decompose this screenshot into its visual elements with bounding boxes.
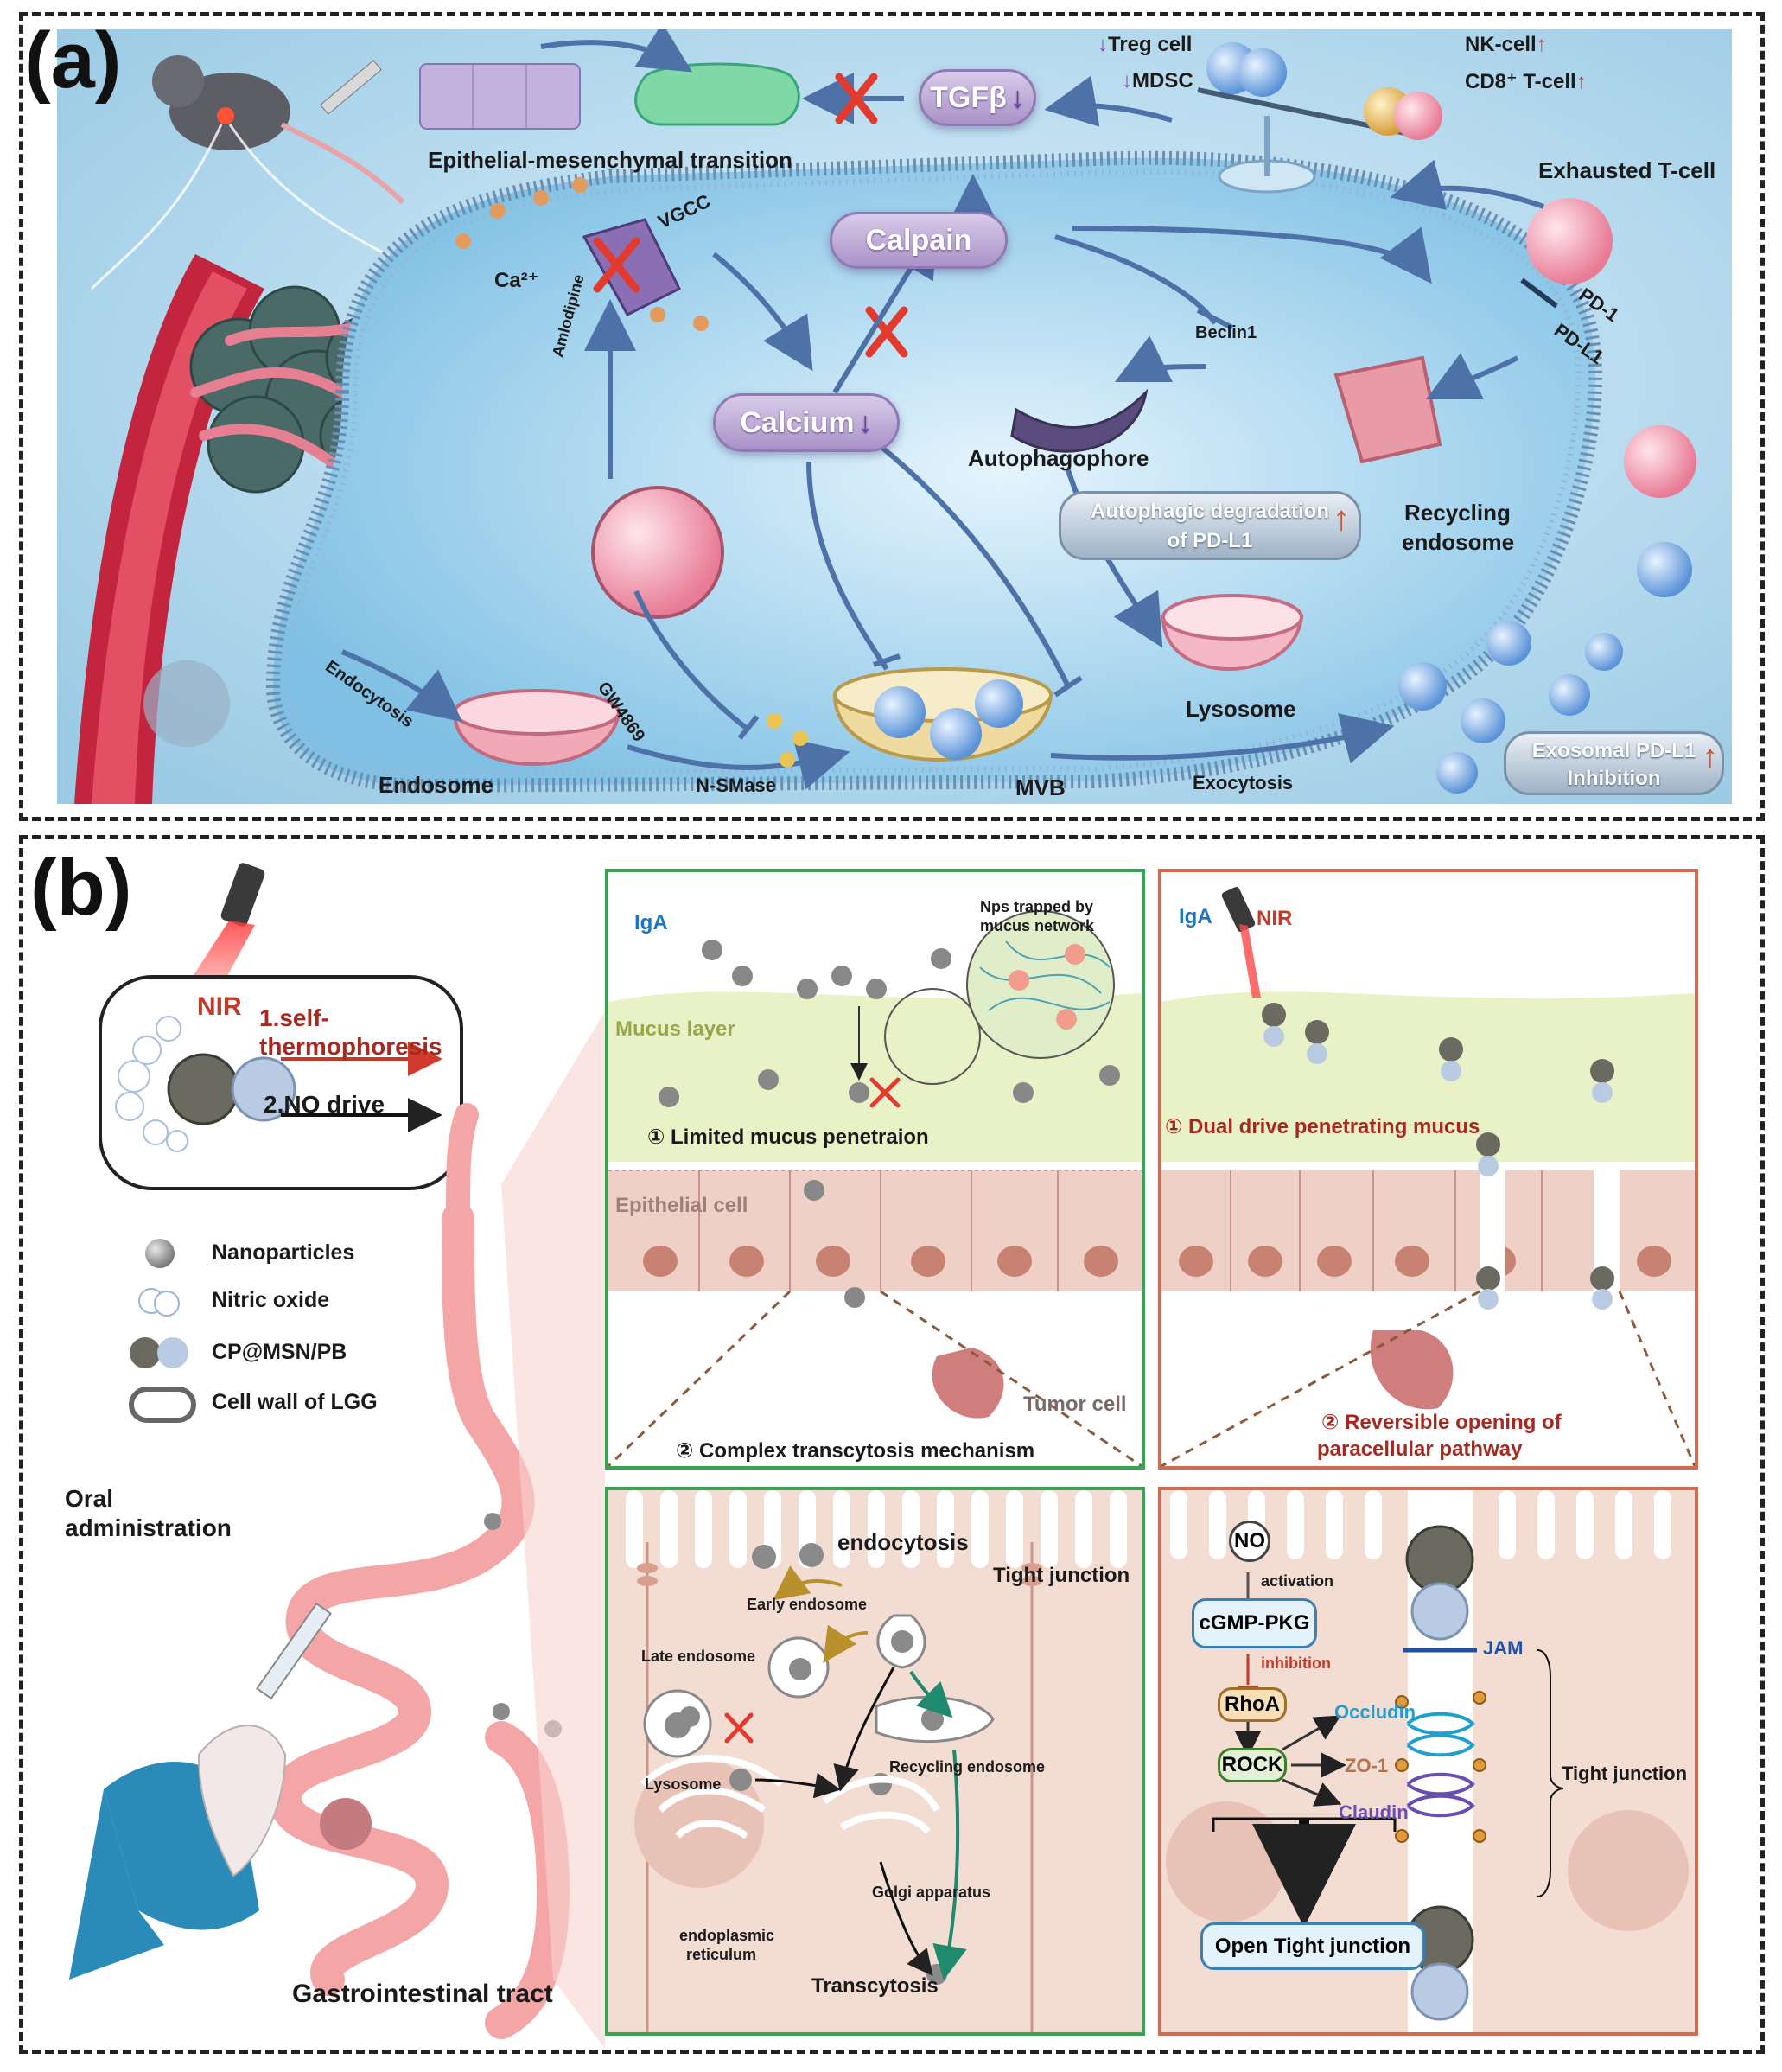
panel-b-letter: (b) (30, 844, 132, 932)
limited-penetration-svg (608, 910, 1142, 1466)
calcium-pill: Calcium↓ (713, 393, 900, 452)
activation-label: activation (1261, 1572, 1334, 1590)
legend-nanoparticles: Nanoparticles (212, 1240, 355, 1265)
panel-a-letter: (a) (24, 16, 122, 105)
self-thermo-label-1: 1.self- (259, 1004, 329, 1031)
nk-label: NK-cell↑ (1465, 33, 1547, 56)
no-node: NO (1229, 1521, 1270, 1562)
exocytosis-label: Exocytosis (1193, 772, 1294, 794)
oral-label-1: Oral (65, 1485, 114, 1512)
open-tight-junction-node: Open Tight junction (1200, 1922, 1425, 1970)
no-drive-label: 2.NO drive (264, 1091, 385, 1118)
calcium-label: Calcium (740, 406, 855, 439)
panel-a-svg (57, 22, 1732, 804)
complex-transcytosis-label: ② Complex transcytosis mechanism (676, 1439, 1035, 1463)
iga-label: IgA (634, 911, 668, 934)
golgi-label: Golgi apparatus (872, 1884, 991, 1901)
endosome-label: Endosome (379, 772, 493, 798)
autophagic-box: Autophagic degradation of PD-L1 ↑ (1059, 491, 1361, 560)
rhoa-node: RhoA (1218, 1687, 1287, 1722)
legend-cell-wall: Cell wall of LGG (212, 1390, 378, 1414)
autophagophore-label: Autophagophore (968, 445, 1149, 471)
autophagic-label: Autophagic degradation (1091, 500, 1329, 523)
cgmp-pkg-node: cGMP-PKG (1192, 1598, 1317, 1648)
reversible-label-2: paracellular pathway (1317, 1438, 1523, 1461)
calpain-pill: Calpain (830, 212, 1008, 269)
er-label-1: endoplasmic (679, 1927, 775, 1944)
down-arrow-icon: ↓ (1009, 81, 1025, 114)
tight-junction-panel: NO activation cGMP-PKG inhibition RhoA R… (1158, 1487, 1698, 2036)
dual-drive-svg (1161, 887, 1695, 1466)
panel-a-illustration (57, 22, 1732, 804)
panel-b-left-illustration (52, 856, 605, 2049)
exosomal-label: Exosomal PD-L1 (1531, 739, 1696, 762)
zo1-label: ZO-1 (1345, 1755, 1389, 1776)
occludin-label: Occludin (1334, 1701, 1416, 1723)
inhibition-label: inhibition (1261, 1654, 1331, 1672)
legend-cp-msn-pb: CP@MSN/PB (212, 1340, 347, 1364)
limited-label: ① Limited mucus penetraion (647, 1125, 929, 1149)
claudin-label: Claudin (1339, 1801, 1409, 1823)
tgfb-label: TGFβ (930, 81, 1007, 114)
recycling-endosome-label: endosome (1402, 529, 1515, 555)
trapped-label-2: mucus network (980, 917, 1095, 934)
up-arrow-icon: ↑ (1333, 500, 1350, 538)
tgfb-pill: TGFβ↓ (919, 69, 1036, 126)
tumor-cell-label: Tumor cell (1023, 1393, 1127, 1416)
of-pdl1-label: of PD-L1 (1167, 529, 1253, 552)
nir-label-right: NIR (1257, 907, 1293, 930)
self-thermo-label-2: thermophoresis (259, 1033, 442, 1060)
er-label-2: reticulum (686, 1946, 757, 1963)
jam-label: JAM (1483, 1637, 1524, 1659)
transcytosis-label: Transcytosis (811, 1974, 939, 1998)
panel-b-border (19, 835, 1765, 2054)
mucus-layer-label: Mucus layer (615, 1017, 735, 1041)
panel-b-left-svg (69, 863, 605, 2049)
oral-label-2: administration (65, 1514, 232, 1541)
iga-label-right: IgA (1179, 905, 1212, 928)
nsmase-label: N-SMase (696, 775, 776, 796)
transcytosis-svg (608, 1490, 1142, 2032)
recycling-label: Recycling (1404, 500, 1511, 526)
recycling-endosome-label-b: Recycling endosome (889, 1758, 1046, 1776)
lysosome-label: Lysosome (1186, 696, 1296, 722)
up-arrow-icon: ↑ (1702, 738, 1718, 774)
exosomal-box: Exosomal PD-L1 Inhibition ↑ (1504, 731, 1724, 795)
legend-nitric-oxide: Nitric oxide (212, 1288, 330, 1312)
treg-label: ↓Treg cell (1098, 33, 1193, 56)
mdsc-label: ↓MDSC (1122, 69, 1193, 92)
reversible-label-1: ② Reversible opening of (1321, 1411, 1562, 1434)
down-arrow-icon: ↓ (857, 406, 873, 439)
ca-label: Ca²⁺ (494, 269, 539, 292)
mvb-label: MVB (1015, 775, 1066, 800)
emt-label: Epithelial-mesenchymal transition (428, 147, 792, 173)
epithelial-label: Epithelial cell (615, 1194, 748, 1217)
rock-node: ROCK (1218, 1748, 1287, 1782)
trapped-label-1: Nps trapped by (980, 898, 1094, 915)
panel-a-border (19, 12, 1765, 821)
dual-drive-label: ① Dual drive penetrating mucus (1165, 1115, 1480, 1138)
nir-label: NIR (197, 992, 242, 1021)
gi-tract-label: Gastrointestinal tract (292, 1980, 553, 2008)
cd8-label: CD8⁺ T-cell↑ (1465, 70, 1587, 93)
transcytosis-panel: endocytosis Tight junction Early endosom… (605, 1487, 1145, 2036)
beclin-label: Beclin1 (1195, 323, 1257, 342)
endocytosis-label-b: endocytosis (837, 1529, 969, 1555)
early-endosome-label: Early endosome (747, 1596, 868, 1613)
tight-junction-label-right: Tight junction (1562, 1763, 1688, 1784)
limited-penetration-panel: IgA Nps trapped by mucus network Mucus l… (605, 869, 1145, 1470)
lysosome-label-b: Lysosome (645, 1776, 722, 1793)
tight-junction-label-left: Tight junction (993, 1564, 1130, 1587)
exosomal-inhibition-label: Inhibition (1567, 767, 1661, 790)
dual-drive-panel: IgA NIR ① Dual drive penetrating mucus ②… (1158, 869, 1698, 1470)
late-endosome-label: Late endosome (641, 1648, 756, 1665)
exhausted-label: Exhausted T-cell (1538, 157, 1716, 183)
